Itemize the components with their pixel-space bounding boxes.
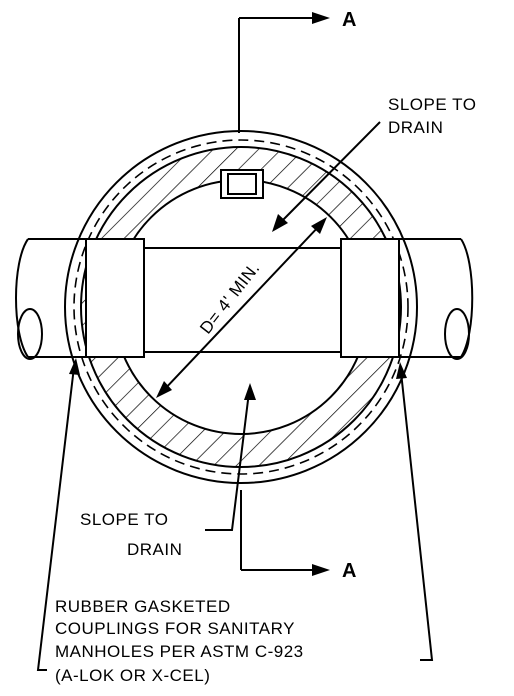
slope-label-bottom-line2: DRAIN [127,540,182,559]
coupling-dashed-circle [73,139,409,475]
slope-leader-right [272,121,381,232]
slope-label-bottom-line1: SLOPE TO [80,510,168,529]
coupling-note-line1: RUBBER GASKETED [55,597,231,616]
coupling-leader-right [396,362,434,661]
manhole-wall-outer-edge [80,146,402,468]
coupling-note-line2: COUPLINGS FOR SANITARY [55,619,295,638]
pipe-right [399,238,474,360]
section-marker-top: A [342,9,356,31]
coupling-leader-left [36,358,80,671]
section-cut-top [238,12,330,133]
section-cut-bottom [240,490,330,576]
pipe-stub-left [85,238,145,358]
slope-label-right-line1: SLOPE TO [388,95,476,114]
pipe-stub-right [340,238,400,358]
diameter-dimension [156,217,327,398]
pipe-left [15,238,86,360]
coupling-note-line4: (A-LOK OR X-CEL) [55,666,210,685]
slope-label-right-line2: DRAIN [388,118,443,137]
manhole-step [220,169,264,199]
coupling-note-line3: MANHOLES PER ASTM C-923 [55,642,304,661]
manhole-outer-ring [64,130,418,484]
section-marker-bottom: A [342,560,356,582]
slope-leader-bottom [205,383,256,531]
